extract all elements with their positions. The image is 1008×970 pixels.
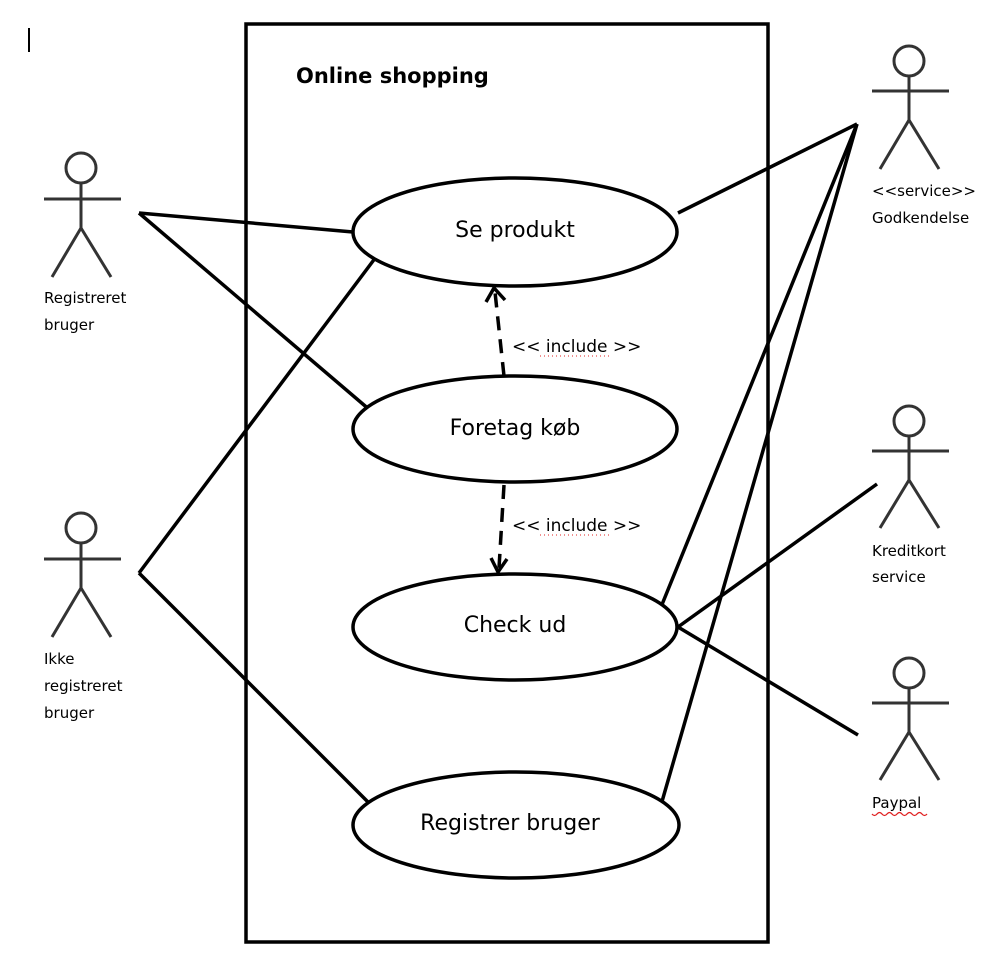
include-foretag-kob-se-produkt: << include >> — [484, 285, 641, 377]
use-case-label: Check ud — [464, 613, 567, 638]
assoc-godkendelse-se-produkt — [677, 122, 858, 215]
stick-figure-icon — [872, 656, 949, 781]
assoc-godkendelse-registrer-bruger — [659, 123, 859, 806]
assoc-ikke-registreret-registrer-bruger — [137, 571, 373, 807]
include-label: << include >> — [512, 516, 641, 536]
stick-figure-icon — [44, 151, 121, 278]
include-label: << include >> — [512, 337, 641, 357]
arrowhead-icon — [484, 285, 507, 303]
system-title: Online shopping — [296, 64, 489, 88]
actor-paypal[interactable]: Paypal — [871, 656, 949, 817]
use-case-label: Foretag køb — [450, 416, 581, 441]
use-case-check-ud[interactable]: Check ud — [351, 572, 679, 682]
actor-label-line: service — [872, 568, 926, 586]
assoc-paypal-check-ud — [677, 625, 859, 737]
stick-figure-icon — [44, 511, 121, 638]
actor-stereotype: <<service>> — [872, 182, 976, 200]
stick-figure-icon — [872, 44, 949, 170]
use-case-foretag-kob[interactable]: Foretag køb — [351, 374, 679, 484]
actor-label-line: Ikke — [44, 650, 75, 668]
assoc-kreditkort-check-ud — [676, 482, 879, 629]
spellcheck-squiggle — [871, 811, 928, 817]
assoc-registreret-se-produkt — [138, 211, 354, 234]
use-case-ellipse — [351, 374, 679, 484]
use-case-label: Se produkt — [455, 218, 575, 243]
actor-label-line: registreret — [44, 677, 123, 695]
actor-label-line: Godkendelse — [872, 209, 969, 227]
actor-label-line: Registreret — [44, 289, 126, 307]
system-boundary — [244, 22, 770, 944]
use-case-ellipse — [351, 770, 681, 880]
actor-ikke-registreret-bruger[interactable]: Ikke registreret bruger — [44, 511, 123, 722]
actor-registreret-bruger[interactable]: Registreret bruger — [44, 151, 126, 334]
use-case-ellipse — [351, 572, 679, 682]
include-foretag-kob-check-ud: << include >> — [489, 484, 641, 576]
arrowhead-icon — [489, 557, 509, 576]
assoc-registreret-foretag-kob — [137, 211, 373, 413]
associations — [137, 122, 879, 807]
stick-figure-icon — [872, 404, 949, 529]
actor-label-line: Paypal — [872, 794, 921, 812]
assoc-ikke-registreret-se-produkt — [137, 255, 378, 575]
include-dashed-line — [497, 484, 506, 569]
actor-kreditkort-service[interactable]: Kreditkort service — [872, 404, 949, 586]
use-case-registrer-bruger[interactable]: Registrer bruger — [351, 770, 681, 880]
use-case-label: Registrer bruger — [420, 811, 601, 836]
include-dashed-line — [493, 291, 506, 377]
actor-godkendelse[interactable]: <<service>> Godkendelse — [872, 44, 976, 227]
assoc-godkendelse-check-ud — [659, 123, 859, 608]
use-case-ellipse — [351, 176, 679, 288]
actor-label-line: Kreditkort — [872, 542, 946, 560]
actor-label-line: bruger — [44, 316, 95, 334]
actor-label-line: bruger — [44, 704, 95, 722]
use-case-se-produkt[interactable]: Se produkt — [351, 176, 679, 288]
